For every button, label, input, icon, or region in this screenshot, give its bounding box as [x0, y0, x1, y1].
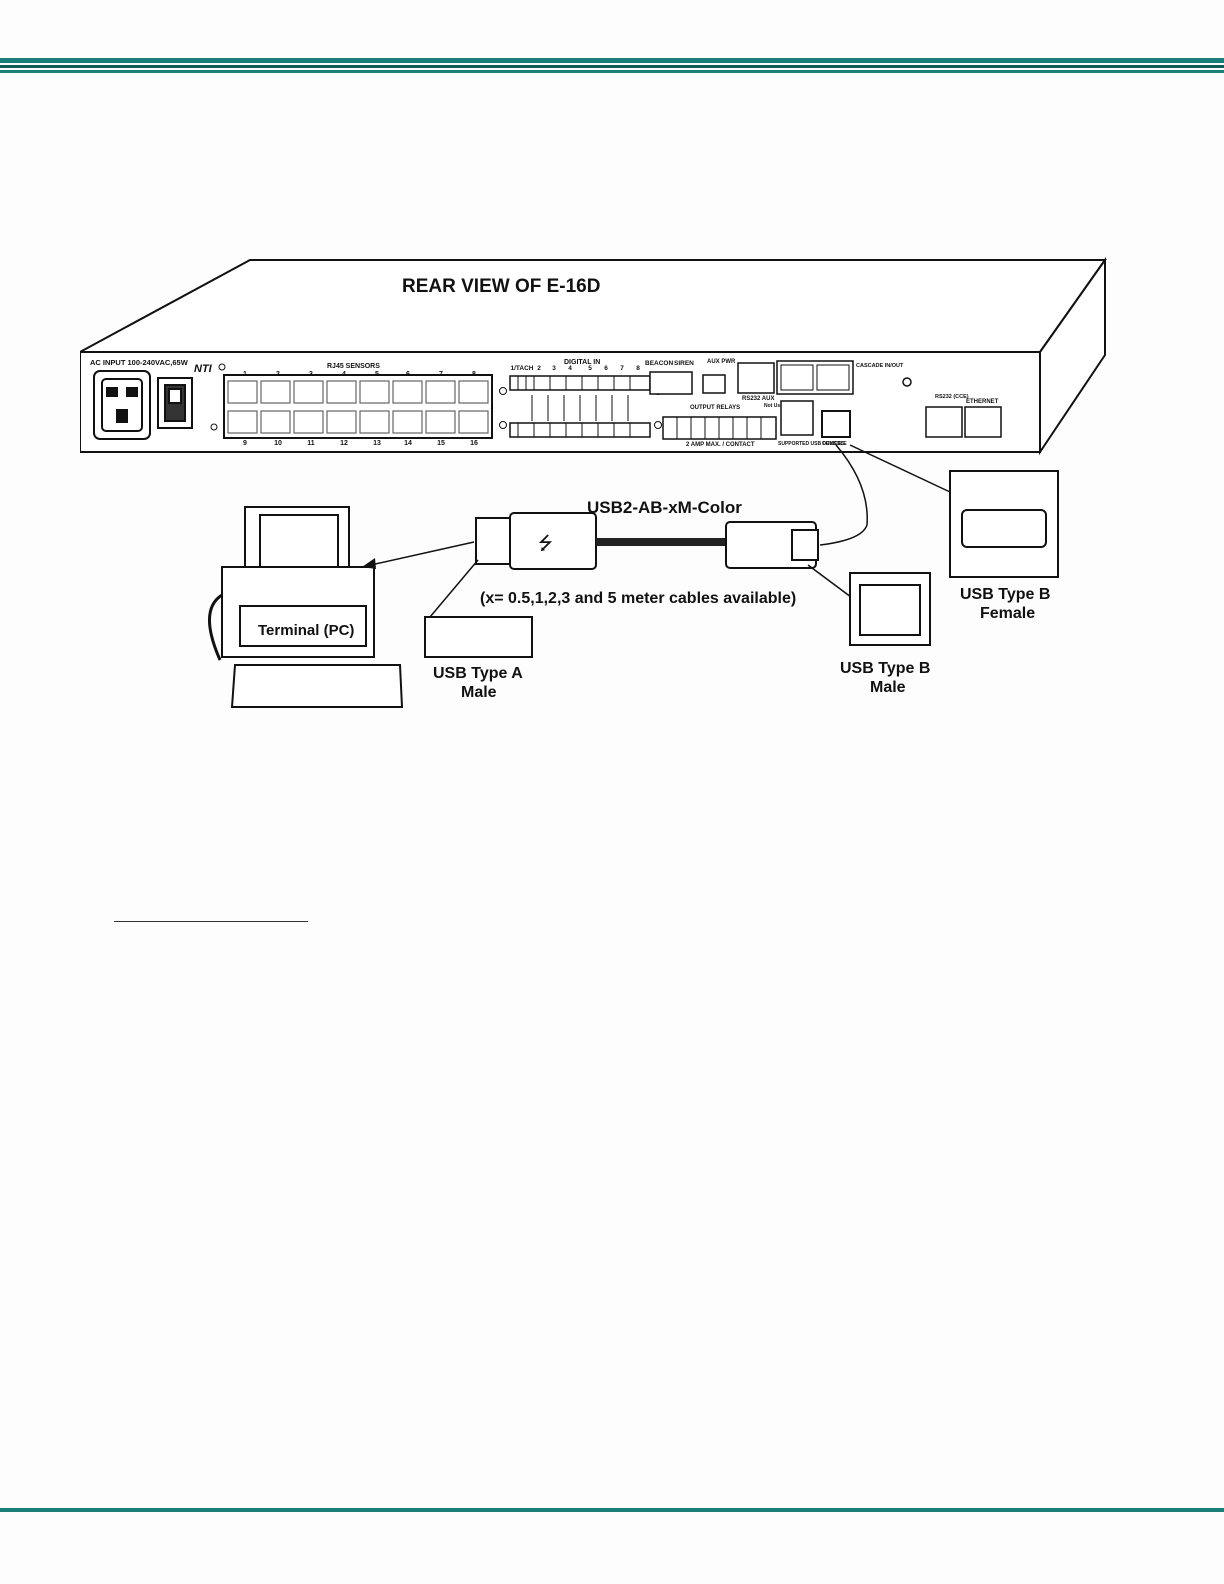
usb-a-label-1: USB Type A	[433, 665, 523, 682]
terminal-pc	[208, 506, 404, 708]
rj45-ports	[227, 380, 489, 434]
cable	[596, 538, 726, 546]
rj45-num: 15	[437, 440, 445, 447]
ethernet-port	[964, 406, 1002, 438]
leader-console-female	[849, 444, 951, 493]
digital-terminals	[509, 375, 651, 438]
rs232-cce-label: RS232 (CCE)	[935, 394, 969, 400]
usb-b-female-label-2: Female	[980, 605, 1035, 622]
ac-input-label: AC INPUT 100-240VAC,65W	[90, 358, 189, 367]
aux-pwr-terminal	[702, 374, 726, 394]
rj45-num: 10	[274, 440, 282, 447]
rs232-cce-port	[925, 406, 963, 438]
rj45-num: 4	[342, 371, 346, 378]
cable-note: (x= 0.5,1,2,3 and 5 meter cables availab…	[480, 590, 796, 607]
rj45-num: 3	[309, 371, 313, 378]
usb-symbol-icon: ⭍	[538, 533, 553, 553]
usb-b-male-label-1: USB Type B	[840, 660, 930, 677]
rj45-num: 6	[406, 371, 410, 378]
rs232-aux-label: RS232 AUX	[742, 396, 774, 402]
ethernet-label: ETHERNET	[966, 399, 999, 405]
beacon-label: BEACON	[645, 360, 673, 367]
rj45-num: 16	[470, 440, 478, 447]
leader-usb-a	[429, 559, 479, 618]
rj45-num: 7	[439, 371, 443, 378]
footer-rule	[0, 1508, 1224, 1512]
rj45-num: 8	[472, 371, 476, 378]
header-rule	[0, 58, 1224, 74]
cascade-out-port	[816, 364, 850, 391]
rj45-num: 1	[243, 371, 247, 378]
usb-a-face-icon	[424, 616, 533, 658]
diagram-title: REAR VIEW OF E-16D	[402, 276, 600, 297]
rj45-num: 14	[404, 440, 412, 447]
not-used-label: Not Used	[764, 403, 786, 409]
rj45-num: 2	[276, 371, 280, 378]
usb-b-female-face-icon	[949, 470, 1059, 578]
cascade-in-port	[780, 364, 814, 391]
arrow-to-terminal	[361, 541, 475, 568]
power-switch-icon	[157, 377, 193, 429]
usb-devices-ports	[780, 400, 814, 436]
digital-num: 4	[568, 365, 572, 372]
digital-num: 6	[604, 365, 608, 372]
supported-usb-label: SUPPORTED USB DEVICES	[778, 441, 845, 447]
output-relays-label: OUTPUT RELAYS	[690, 405, 740, 411]
digital-num: 7	[620, 365, 624, 372]
cascade-label: CASCADE IN/OUT	[856, 363, 904, 369]
beacon-terminal	[649, 371, 693, 395]
usb-b-male-label-2: Male	[870, 679, 906, 696]
digital-in-label: DIGITAL IN	[564, 359, 600, 366]
siren-label: SIREN	[674, 360, 694, 367]
usb-b-male-face-icon	[849, 572, 931, 646]
rs232-aux-port	[737, 362, 775, 394]
usb-a-label-2: Male	[461, 684, 497, 701]
digital-num: 8	[636, 365, 640, 372]
rj45-num: 9	[243, 440, 247, 447]
cable-name: USB2-AB-xM-Color	[587, 498, 742, 517]
ac-inlet-icon	[93, 370, 151, 440]
underline-rule	[114, 921, 308, 922]
console-port	[821, 410, 851, 438]
console-label: CONSOLE	[822, 441, 847, 447]
usb-b-female-label-1: USB Type B	[960, 586, 1050, 603]
rj45-num: 11	[307, 440, 315, 447]
rj45-num: 12	[340, 440, 348, 447]
digital-num: 2	[537, 365, 541, 372]
leader-console-cable	[819, 444, 868, 546]
digital-num: 3	[552, 365, 556, 372]
usb-a-connector	[475, 512, 597, 570]
rj45-num: 5	[375, 371, 379, 378]
rear-view-diagram: REAR VIEW OF E-16D AC INPUT 100-240VAC,6…	[79, 255, 1110, 710]
terminal-label: Terminal (PC)	[258, 622, 354, 639]
amp-label: 2 AMP MAX. / CONTACT	[686, 442, 755, 448]
rj45-num: 13	[373, 440, 381, 447]
aux-pwr-label: AUX PWR	[707, 359, 736, 365]
rj45-label: RJ45 SENSORS	[327, 363, 380, 370]
logo: NTI	[194, 363, 213, 375]
leader-usb-b	[807, 564, 856, 601]
digital-num: 1/TACH	[511, 365, 534, 372]
usb-b-connector	[725, 521, 819, 569]
digital-num: 5	[588, 365, 592, 372]
